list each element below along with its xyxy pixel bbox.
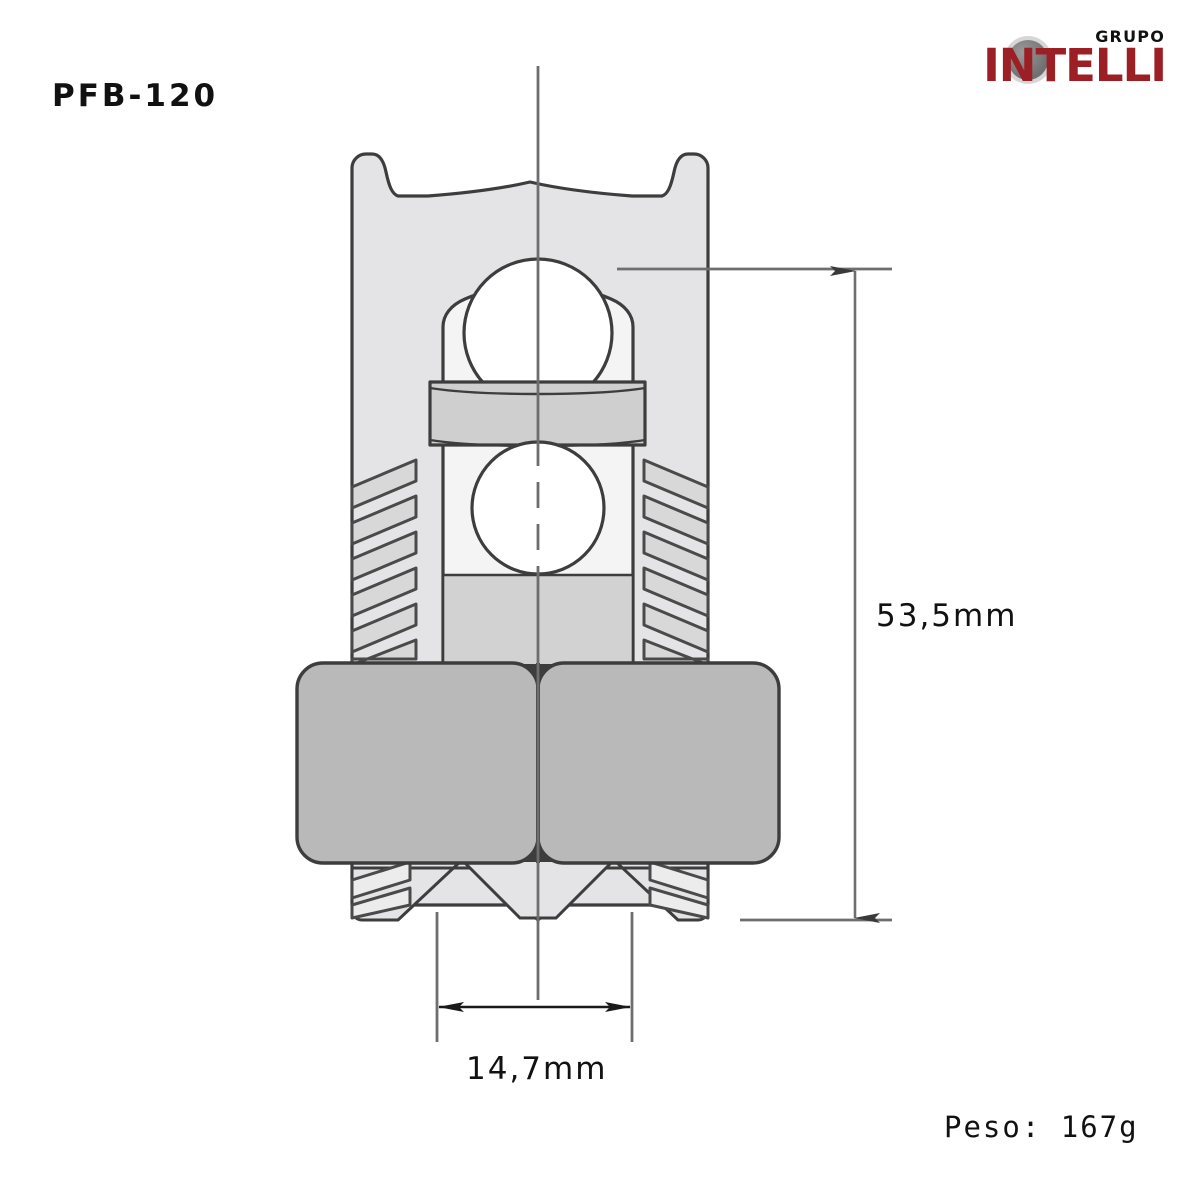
weight-note: Peso: 167g xyxy=(944,1110,1139,1144)
page-title: PFB-120 xyxy=(52,78,219,114)
width-dimension xyxy=(435,912,634,1042)
logo-intelli-text: INTELLI xyxy=(983,39,1167,92)
sphere-icon xyxy=(1008,40,1048,80)
thread-teeth-lower xyxy=(350,860,710,920)
jaw-block-right xyxy=(536,661,781,865)
height-dimension-label: 53,5mm xyxy=(876,598,1018,634)
jaw-block-left xyxy=(295,661,540,865)
thread-teeth-right xyxy=(642,458,710,667)
width-dimension-label: 14,7mm xyxy=(466,1051,608,1087)
brand-logo: GRUPO INTELLI xyxy=(983,26,1167,96)
thread-teeth-left xyxy=(350,458,418,667)
height-dimension xyxy=(617,266,892,923)
logo-grupo-text: GRUPO xyxy=(1095,27,1165,46)
